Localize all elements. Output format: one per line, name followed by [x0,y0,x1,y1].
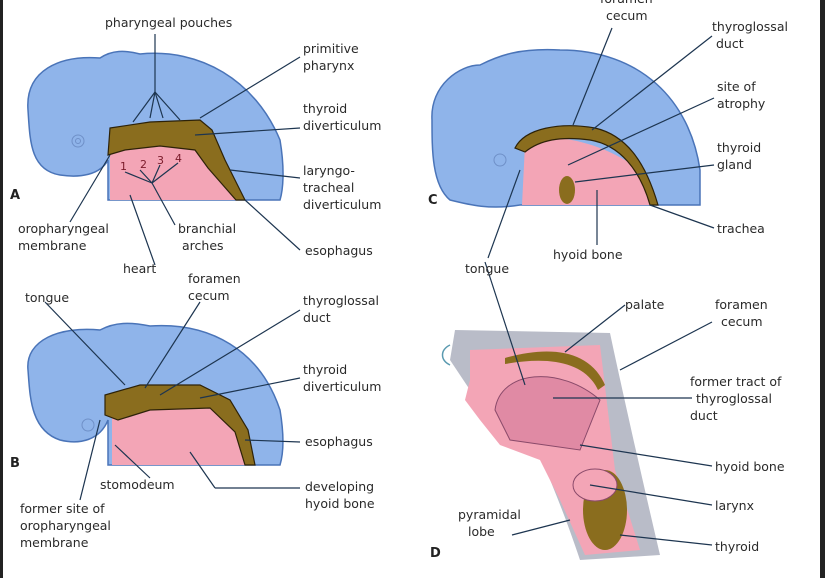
label-line: thyroid [303,362,348,377]
label-line: thyroid [303,101,348,116]
label-thyroid-diverticulum-a: thyroid diverticulum [303,100,381,134]
label-branchial-arches: branchial arches [178,220,236,254]
label-line: arches [182,238,224,253]
label-line: branchial [178,221,237,236]
panel-c-mesoderm [522,138,650,205]
label-line: foramen [600,0,653,7]
label-line: foramen [188,271,241,286]
panel-d-palate [505,351,605,390]
label-line: diverticulum [303,197,382,212]
right-border [820,0,825,578]
panel-b-eye [81,418,95,432]
label-line: diverticulum [303,379,382,394]
label-oropharyngeal-membrane: oropharyngeal membrane [18,220,109,254]
label-line: atrophy [717,96,766,111]
panel-c-drawing [431,27,715,259]
panel-a-leader-lines [69,34,301,266]
label-tongue-b: tongue [25,290,70,305]
panel-d-drawing [441,261,713,560]
label-line: thyroid [717,140,762,155]
label-tongue-c: tongue [465,261,510,276]
arch-number-4: 4 [175,152,182,165]
label-hyoid-bone-d: hyoid bone [715,459,785,474]
label-palate: palate [625,297,665,312]
label-line: duct [690,408,718,423]
label-stomodeum: stomodeum [100,477,175,492]
label-line: cecum [721,314,763,329]
label-line: tracheal [303,180,355,195]
left-border [0,0,3,578]
panel-c-leader-lines [487,27,715,259]
panel-b-leader-lines [44,301,301,501]
panel-a-pharynx [107,119,246,201]
label-trachea: trachea [717,221,765,236]
label-line: membrane [20,535,89,550]
arch-number-3: 3 [157,154,164,167]
label-former-tract-thyroglossal-duct: former tract of thyroglossal duct [690,373,781,424]
label-line: oropharyngeal [20,518,111,533]
panel-b-mesoderm [112,402,250,465]
label-line: hyoid bone [305,496,375,511]
label-larynx: larynx [715,498,754,513]
arch-number-2: 2 [140,158,147,171]
label-esophagus-a: esophagus [305,243,373,258]
label-esophagus-b: esophagus [305,434,373,449]
label-thyroid-diverticulum-b: thyroid diverticulum [303,361,381,395]
panel-d-tongue [494,376,601,451]
panel-b-drawing [27,301,301,501]
label-pyramidal-lobe: pyramidal lobe [458,506,521,540]
label-line: former tract of [690,374,782,389]
label-line: oropharyngeal [18,221,109,236]
label-pharyngeal-pouches: pharyngeal pouches [105,15,233,30]
label-line: lobe [468,524,495,539]
label-foramen-cecum-b: foramen cecum [188,270,241,304]
label-primitive-pharynx: primitive pharynx [303,40,359,74]
label-former-site-oropharyngeal-membrane: former site of oropharyngeal membrane [20,500,111,551]
panel-c-pharynx [514,125,659,206]
label-line: pharynx [303,58,355,73]
panel-d-leader-lines [484,261,713,546]
panel-letter-c: C [428,193,438,208]
panel-d-nose-outline [441,344,451,366]
label-developing-hyoid-bone: developing hyoid bone [305,478,375,512]
panel-c-thyroid-gland [559,176,575,204]
panel-d-larynx [572,468,618,502]
label-line: site of [717,79,756,94]
label-foramen-cecum-d: foramen cecum [715,296,768,330]
label-laryngotracheal-diverticulum: laryngo-tracheal diverticulum [303,162,381,213]
label-line: thyroglossal [696,391,772,406]
label-line: former site of [20,501,105,516]
panel-letter-d: D [430,546,441,561]
label-line: laryngo- [303,163,355,178]
label-line: developing [305,479,375,494]
label-hyoid-bone-c: hyoid bone [553,247,623,262]
panel-a-eye [71,134,85,148]
panel-letter-b: B [10,456,20,471]
panel-a-drawing [27,34,301,266]
label-thyroglossal-duct-b: thyroglossal duct [303,292,379,326]
label-line: primitive [303,41,359,56]
panel-b-pharynx [104,384,256,466]
label-line: thyroglossal [712,19,788,34]
label-line: thyroglossal [303,293,379,308]
label-line: diverticulum [303,118,382,133]
label-line: duct [716,36,744,51]
label-thyroglossal-duct-c: thyroglossal duct [712,18,788,52]
label-line: cecum [188,288,230,303]
panel-a-mesoderm [110,138,245,200]
label-heart: heart [123,261,157,276]
arch-number-1: 1 [120,160,127,173]
label-line: duct [303,310,331,325]
label-site-of-atrophy: site of atrophy [717,78,765,112]
label-thyroid-d: thyroid [715,539,760,554]
label-line: cecum [606,8,648,23]
label-line: membrane [18,238,87,253]
label-thyroid-gland: thyroid gland [717,139,761,173]
label-line: foramen [715,297,768,312]
label-line: gland [717,157,752,172]
label-line: pyramidal [458,507,521,522]
panel-letter-a: A [10,188,21,203]
panel-c-eye [493,153,507,167]
